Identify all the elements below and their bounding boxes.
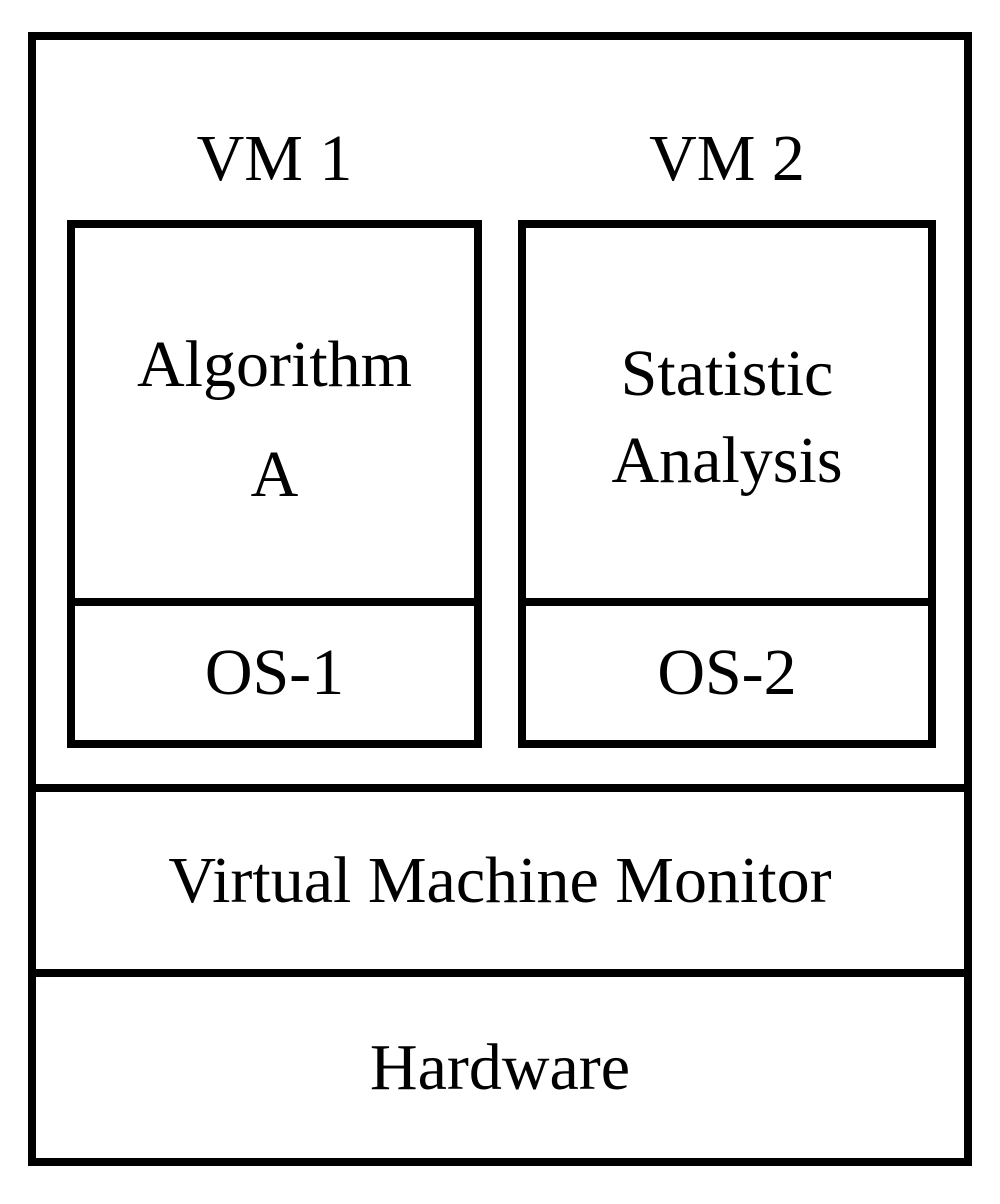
hardware-section: Hardware bbox=[28, 969, 972, 1166]
vm1-application-area: Algorithm A bbox=[75, 228, 474, 598]
vm2-os-label: OS-2 bbox=[526, 598, 928, 740]
vm1-title: VM 1 bbox=[196, 122, 353, 195]
vm2-application-area: Statistic Analysis bbox=[526, 228, 928, 598]
vmm-section: Virtual Machine Monitor bbox=[28, 784, 972, 977]
vm-layer-section: VM 1 VM 2 Algorithm A OS-1 Statistic Ana… bbox=[28, 32, 972, 792]
hardware-label: Hardware bbox=[369, 1030, 631, 1104]
vm1-app-line-1: Algorithm bbox=[137, 328, 412, 401]
vm2-app-line-1: Statistic bbox=[620, 337, 834, 410]
vm1-os-label: OS-1 bbox=[75, 598, 474, 740]
vmm-label: Virtual Machine Monitor bbox=[168, 843, 832, 917]
vm2-app-line-2: Analysis bbox=[611, 424, 843, 497]
vm1-box: Algorithm A OS-1 bbox=[67, 220, 482, 748]
vm1-app-line-2: A bbox=[250, 438, 299, 511]
vm2-title: VM 2 bbox=[649, 122, 805, 195]
vm2-box: Statistic Analysis OS-2 bbox=[518, 220, 936, 748]
diagram-stage: VM 1 VM 2 Algorithm A OS-1 Statistic Ana… bbox=[28, 32, 972, 1166]
